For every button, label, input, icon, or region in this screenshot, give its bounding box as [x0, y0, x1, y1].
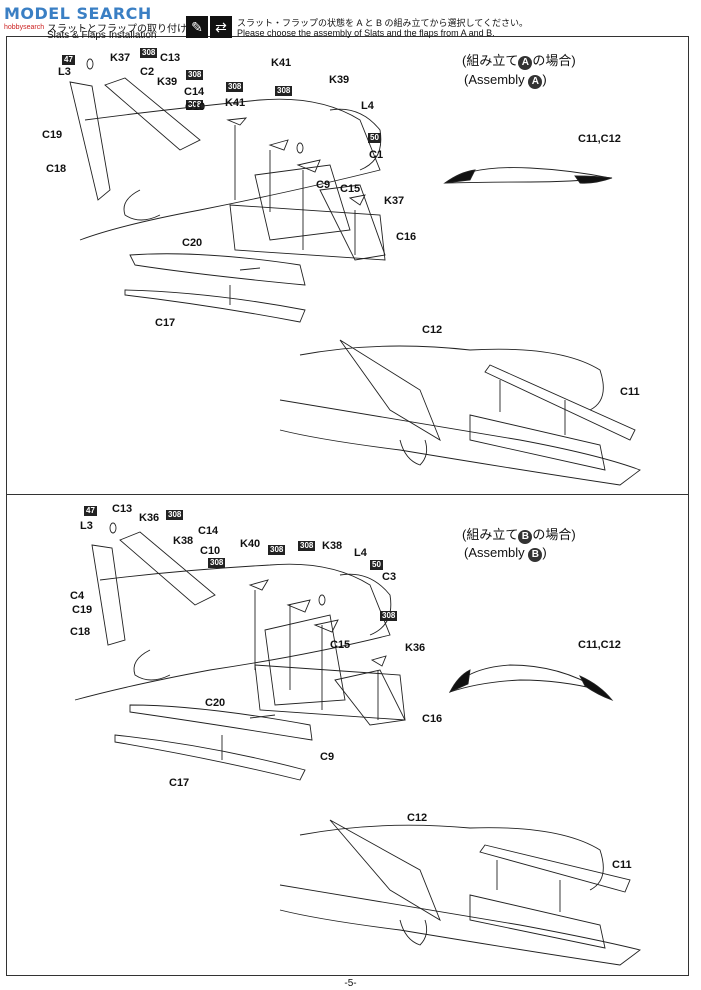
section-title-jp: スラットとフラップの取り付け — [47, 24, 187, 35]
section-divider — [6, 494, 689, 495]
part-label: C9 — [320, 751, 335, 763]
part-label: K37 — [110, 52, 131, 64]
paint-badge: 308 — [166, 510, 184, 520]
slat-b-part-label: C11,C12 — [578, 639, 621, 651]
paint-badge: 308 — [275, 86, 293, 96]
part-label: C13 — [112, 503, 133, 515]
paint-badge: 308 — [226, 82, 244, 92]
part-label: L4 — [354, 547, 367, 559]
assembly-b-sub-letter: B — [528, 548, 543, 562]
part-label: C10 — [185, 101, 206, 113]
part-label: C14 — [184, 86, 205, 98]
slat-profile-b — [448, 664, 614, 701]
part-label: K38 — [322, 540, 343, 552]
logo-subtext: hobbysearch — [4, 24, 45, 31]
part-label: C12 — [407, 812, 428, 824]
assembly-b-title-en: (Assembly B) — [464, 545, 547, 562]
part-label: K36 — [139, 512, 160, 524]
paint-badge: 308 — [186, 70, 204, 80]
assembly-b-sub-suffix: ) — [542, 545, 547, 560]
part-label: C17 — [169, 777, 190, 789]
part-label: L3 — [80, 520, 93, 532]
aircraft-b-top-illustration — [74, 522, 406, 781]
assembly-b-title-suffix: の場合) — [532, 527, 576, 542]
paint-badge: 308 — [140, 48, 158, 58]
slat-a-part-label: C11,C12 — [578, 133, 621, 145]
part-label: C11 — [612, 859, 632, 871]
part-label: K39 — [329, 74, 350, 86]
assembly-a-sub-prefix: (Assembly — [464, 72, 525, 87]
assembly-b-letter-badge: B — [518, 530, 533, 544]
part-label: C19 — [42, 129, 63, 141]
assembly-b-title-prefix: (組み立て — [462, 527, 519, 542]
part-label: C13 — [160, 52, 181, 64]
part-label: K38 — [173, 535, 194, 547]
part-label: C1 — [369, 149, 384, 161]
logo-text: MODEL SEARCH — [4, 4, 152, 23]
part-label: C16 — [422, 713, 443, 725]
part-label: C20 — [205, 697, 226, 709]
part-label: C9 — [316, 179, 331, 191]
part-label: C17 — [155, 317, 176, 329]
part-label: C15 — [340, 183, 361, 195]
part-label: K41 — [271, 57, 292, 69]
paint-badge: 308 — [268, 545, 286, 555]
part-label: K40 — [240, 538, 261, 550]
paint-badge: 308 — [380, 611, 398, 621]
paint-badge: 308 — [208, 558, 226, 568]
page-number: -5- — [344, 978, 357, 989]
paint-badge: 308 — [298, 541, 316, 551]
part-label: K41 — [225, 97, 246, 109]
brush-icon: ✎ — [186, 16, 208, 38]
part-label: C10 — [200, 545, 221, 557]
part-label: K36 — [405, 642, 426, 654]
part-label: C4 — [70, 590, 85, 602]
part-label: C11 — [620, 386, 640, 398]
assembly-a-title-en: (Assembly A) — [464, 72, 547, 89]
part-label: C2 — [140, 66, 155, 78]
aircraft-b-bottom-illustration — [279, 819, 642, 966]
part-label: C16 — [396, 231, 417, 243]
assembly-a-sub-letter: A — [528, 75, 543, 89]
assembly-a-letter-badge: A — [518, 56, 533, 70]
paint-badge: 50 — [370, 560, 383, 570]
assembly-b-sub-prefix: (Assembly — [464, 545, 525, 560]
instruction-en: Please choose the assembly of Slats and … — [237, 28, 495, 38]
part-label: C18 — [46, 163, 67, 175]
part-label: C14 — [198, 525, 219, 537]
assembly-a-title-suffix: の場合) — [532, 53, 576, 68]
section-title-en: Slats & Flaps Installation — [47, 30, 157, 41]
choice-arrows-icon: ⇄ — [210, 16, 232, 38]
paint-badge: 50 — [368, 133, 381, 143]
paint-badge: 308 — [186, 100, 204, 110]
slat-profile-a — [443, 167, 613, 184]
part-label: K37 — [384, 195, 405, 207]
aircraft-a-bottom-illustration — [279, 339, 641, 486]
part-label: C12 — [422, 324, 443, 336]
part-label: K39 — [157, 76, 178, 88]
page-frame — [6, 36, 689, 976]
part-label: C20 — [182, 237, 203, 249]
part-label: C15 — [330, 639, 351, 651]
part-label: C18 — [70, 626, 91, 638]
paint-badge: 47 — [84, 506, 97, 516]
assembly-a-title-prefix: (組み立て — [462, 53, 519, 68]
part-label: C19 — [72, 604, 93, 616]
paint-badge: 47 — [62, 55, 75, 65]
instruction-jp: スラット・フラップの状態を A と B の組み立てから選択してください。 — [237, 18, 528, 28]
part-label: L3 — [58, 66, 71, 78]
assembly-a-sub-suffix: ) — [542, 72, 547, 87]
part-label: L4 — [361, 100, 374, 112]
part-label: C3 — [382, 571, 397, 583]
instruction-icons: ✎ ⇄ — [186, 16, 232, 38]
